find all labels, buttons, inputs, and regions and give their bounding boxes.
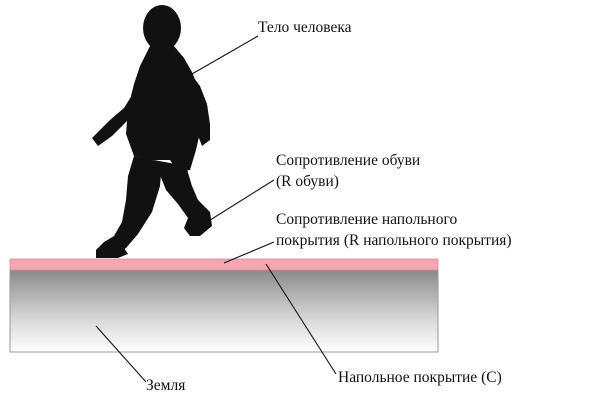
ground-block [10,270,438,352]
leader-line-human-body [192,36,258,74]
label-shoe-resistance-line2: (R обуви) [276,171,420,192]
label-shoe-resistance: Сопротивление обуви (R обуви) [276,150,420,192]
label-flooring: Напольное покрытие (C) [338,367,502,388]
floor-covering-layer [10,259,438,270]
label-shoe-resistance-line1: Сопротивление обуви [276,150,420,171]
human-silhouette [92,5,212,258]
label-floor-resistance-line1: Сопротивление напольного [276,209,512,230]
label-ground: Земля [146,375,185,396]
label-floor-resistance-line2: покрытия (R напольного покрытия) [276,230,512,251]
label-floor-resistance: Сопротивление напольного покрытия (R нап… [276,209,512,251]
label-human-body: Тело человека [258,17,352,38]
leader-line-shoe-resistance [207,180,274,222]
